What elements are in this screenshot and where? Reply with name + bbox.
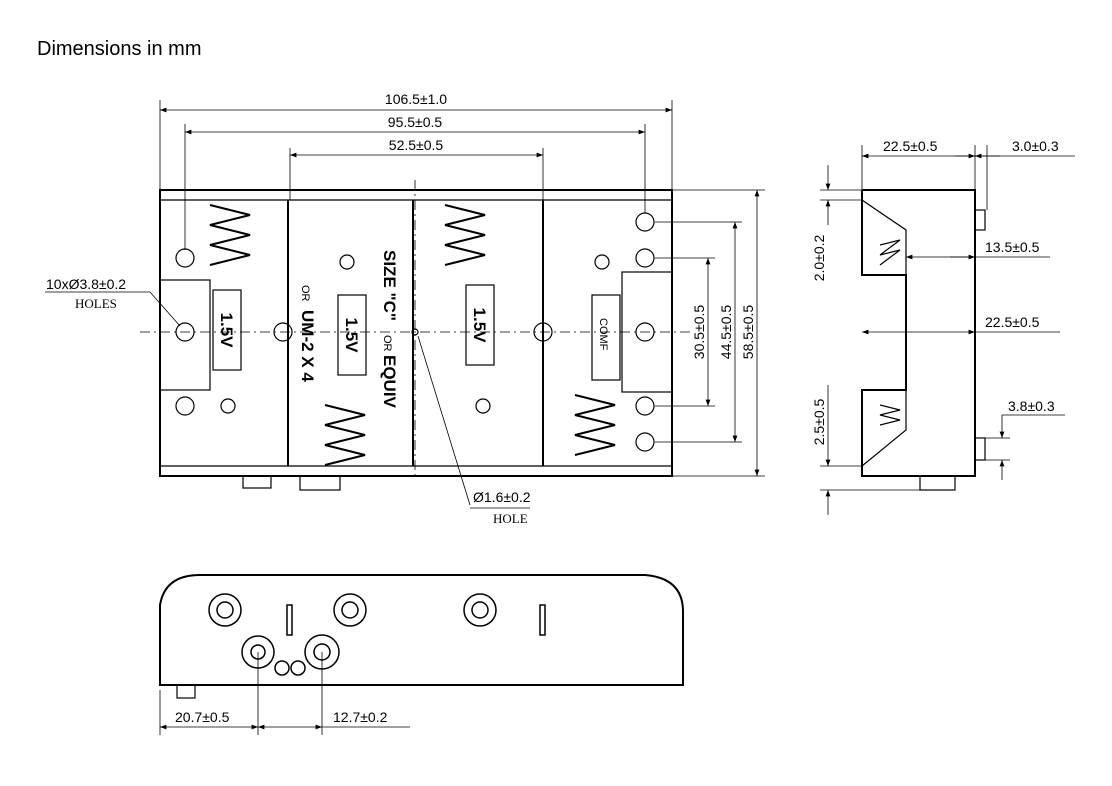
dim-58-5: 58.5±0.5 [740,305,756,360]
size-text-um2: UM-2 X 4 [298,310,317,382]
center-hole-sub: HOLE [493,511,528,526]
battery-label-3: 1.5V [470,308,489,344]
center-hole-label: Ø1.6±0.2 [473,489,531,505]
dim-overall-length: 106.5±1.0 [385,91,447,107]
side-dim-pin: 3.8±0.3 [1008,398,1055,414]
size-text-c: SIZE "C" [380,250,399,321]
bottom-view [159,574,684,735]
dim-hole-span: 95.5±0.5 [388,114,443,130]
holes-sub: HOLES [75,296,117,311]
side-dim-width: 22.5±0.5 [883,138,938,154]
bottom-dim-b: 12.7±0.2 [333,709,388,725]
size-text-or-2: OR [381,335,393,352]
dim-30-5: 30.5±0.5 [691,305,707,360]
dim-44-5: 44.5±0.5 [718,305,734,360]
holes-label: 10xØ3.8±0.2 [46,276,126,292]
side-dim-mid: 22.5±0.5 [985,314,1040,330]
dim-center-span: 52.5±0.5 [389,137,444,153]
title: Dimensions in mm [37,38,202,60]
size-text-or-1: OR [299,285,311,302]
battery-label-2: 1.5V [342,318,361,354]
top-view [45,100,765,509]
side-dim-inner: 13.5±0.5 [985,239,1040,255]
side-dim-tab: 3.0±0.3 [1012,138,1059,154]
size-text-equiv: EQUIV [380,355,399,409]
side-view [820,145,1075,515]
side-dim-top-gap: 2.0±0.2 [811,234,827,281]
comf-label: COMF [597,318,609,351]
bottom-dim-a: 20.7±0.5 [175,709,230,725]
battery-label-1: 1.5V [217,313,236,349]
side-dim-bottom-gap: 2.5±0.5 [811,398,827,445]
